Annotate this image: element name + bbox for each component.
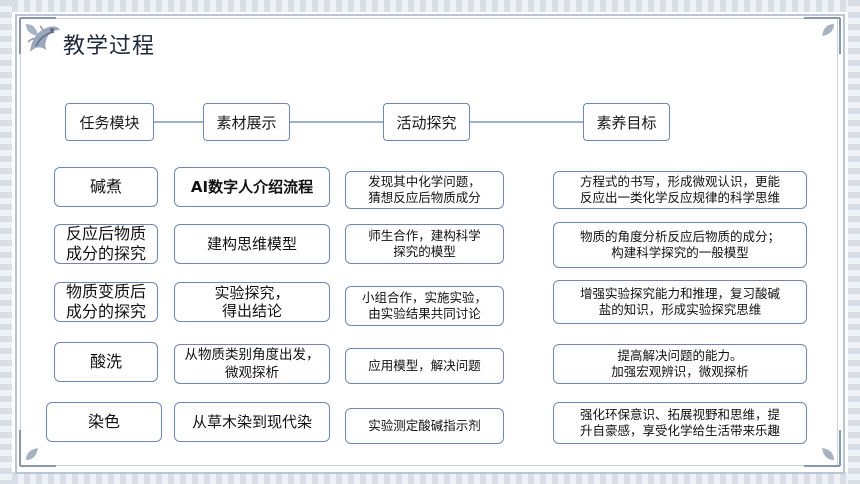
corner-ornament-icon bbox=[804, 17, 841, 54]
module-cell: 染色 bbox=[46, 402, 162, 442]
header-task-module: 任务模块 bbox=[65, 103, 154, 141]
border-stripe-right bbox=[848, 0, 860, 484]
goal-cell: 提高解决问题的能力。 加强宏观辨识，微观探析 bbox=[553, 344, 807, 384]
header-activity: 活动探究 bbox=[383, 103, 470, 141]
activity-cell: 应用模型，解决问题 bbox=[345, 348, 504, 384]
corner-ornament-icon bbox=[19, 430, 56, 467]
title-ornament-icon bbox=[30, 26, 60, 52]
goal-cell: 方程式的书写，形成微观认识，更能 反应出一类化学反应规律的科学思维 bbox=[553, 171, 807, 209]
goal-cell: 强化环保意识、拓展视野和思维，提 升自豪感，享受化学给生活带来乐趣 bbox=[553, 402, 807, 444]
material-cell: 从物质类别角度出发， 微观探析 bbox=[174, 344, 330, 384]
header-material: 素材展示 bbox=[203, 103, 290, 141]
header-goal: 素养目标 bbox=[583, 103, 670, 141]
goal-cell: 增强实验探究能力和推理，复习酸碱 盐的知识，形成实验探究思维 bbox=[553, 280, 807, 324]
corner-ornament-icon bbox=[804, 430, 841, 467]
material-cell: 实验探究， 得出结论 bbox=[174, 282, 330, 322]
activity-cell: 师生合作，建构科学 探究的模型 bbox=[345, 224, 504, 264]
material-cell: AI数字人介绍流程 bbox=[174, 167, 330, 207]
module-cell: 酸洗 bbox=[54, 342, 158, 382]
module-cell: 碱煮 bbox=[54, 167, 158, 207]
border-stripe-bottom bbox=[0, 472, 860, 484]
activity-cell: 发现其中化学问题， 猜想反应后物质成分 bbox=[345, 171, 504, 209]
material-cell: 从草木染到现代染 bbox=[174, 402, 330, 442]
inner-frame bbox=[20, 18, 838, 466]
page-title: 教学过程 bbox=[63, 34, 156, 59]
module-cell: 反应后物质 成分的探究 bbox=[54, 224, 158, 264]
border-stripe-left bbox=[0, 0, 12, 484]
module-cell: 物质变质后 成分的探究 bbox=[54, 282, 158, 322]
material-cell: 建构思维模型 bbox=[174, 224, 330, 264]
border-stripe-top bbox=[0, 0, 860, 12]
activity-cell: 小组合作，实施实验， 由实验结果共同讨论 bbox=[345, 286, 504, 326]
goal-cell: 物质的角度分析反应后物质的成分； 构建科学探究的一般模型 bbox=[553, 222, 807, 268]
activity-cell: 实验测定酸碱指示剂 bbox=[345, 408, 504, 444]
